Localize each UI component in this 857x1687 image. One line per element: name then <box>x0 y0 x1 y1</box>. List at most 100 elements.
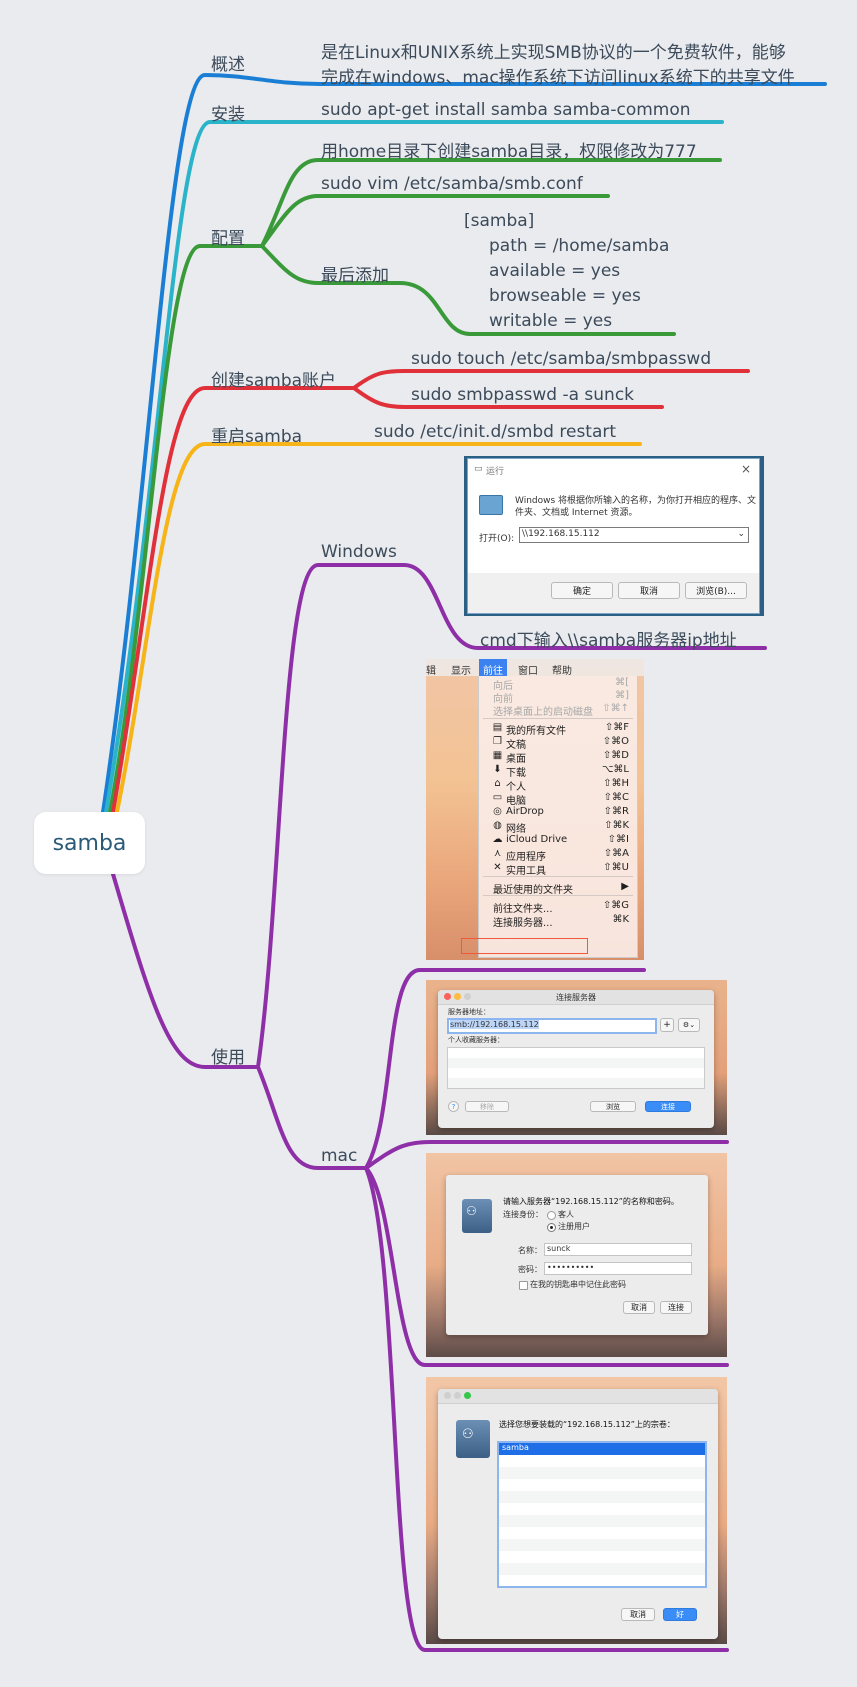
volumes-list[interactable]: samba <box>497 1441 707 1588</box>
volumes-ok-button[interactable]: 好 <box>663 1608 697 1621</box>
window-close-icon[interactable] <box>444 1392 451 1399</box>
menu-item[interactable]: 前往文件夹...⇧⌘G <box>479 900 637 915</box>
menu-item[interactable]: ◍网络⇧⌘K <box>479 820 637 835</box>
connector-mac-1 <box>364 968 646 1170</box>
config-append-label[interactable]: 最后添加 <box>321 266 389 286</box>
root-label: samba <box>52 830 127 856</box>
mac-volumes-screenshot: ⚇ 选择您想要装载的“192.168.15.112”上的宗卷： samba 取消… <box>426 1377 727 1644</box>
menu-item-icon: ▤ <box>492 722 503 733</box>
menu-item-icon: ☁ <box>492 834 503 845</box>
remember-password-checkbox[interactable] <box>519 1281 528 1290</box>
account-command2: sudo smbpasswd -a sunck <box>411 385 635 405</box>
add-favorite-button[interactable]: + <box>660 1018 674 1032</box>
branch-account-label[interactable]: 创建samba账户 <box>211 371 337 391</box>
remove-button[interactable]: 移除 <box>465 1101 509 1112</box>
config-step2: sudo vim /etc/samba/smb.conf <box>321 174 583 194</box>
connector-mac-2 <box>364 1140 729 1170</box>
registered-user-radio[interactable] <box>547 1223 556 1232</box>
menu-item[interactable]: ⌂个人⇧⌘H <box>479 778 637 793</box>
menu-item-icon: ⌂ <box>494 778 501 789</box>
menu-item[interactable]: ◎AirDrop⇧⌘R <box>479 806 637 821</box>
run-program-icon <box>479 495 503 515</box>
login-connect-button[interactable]: 连接 <box>660 1301 692 1314</box>
menu-item-shortcut: ⇧⌘O <box>602 736 629 747</box>
config-conf-line: available = yes <box>489 261 621 281</box>
overview-text-line2: 完成在windows、mac操作系统下访问linux系统下的共享文件 <box>321 68 795 88</box>
menu-item[interactable]: ▦桌面⇧⌘D <box>479 750 637 765</box>
connect-button[interactable]: 连接 <box>645 1101 691 1112</box>
guest-radio[interactable] <box>547 1211 556 1220</box>
menu-item-label: 网络 <box>506 824 526 835</box>
menu-item-label: 我的所有文件 <box>506 726 566 737</box>
connector-mac-3 <box>364 1166 729 1367</box>
menu-item-shortcut: ⇧⌘↑ <box>602 703 629 714</box>
root-node[interactable]: samba <box>34 812 145 874</box>
run-close-button[interactable]: × <box>740 462 751 476</box>
server-address-label: 服务器地址： <box>448 1008 490 1016</box>
menu-item[interactable]: 选择桌面上的启动磁盘⇧⌘↑ <box>479 703 637 718</box>
menu-item[interactable]: ▭电脑⇧⌘C <box>479 792 637 807</box>
menu-item-label: AirDrop <box>506 806 544 817</box>
menu-separator <box>483 876 633 877</box>
favorite-servers-list[interactable] <box>447 1047 705 1089</box>
volumes-cancel-button[interactable]: 取消 <box>621 1608 655 1621</box>
name-input[interactable]: sunck <box>544 1243 692 1256</box>
config-conf-line: writable = yes <box>489 311 613 331</box>
menu-item[interactable]: ⬇下载⌥⌘L <box>479 764 637 779</box>
menu-item[interactable]: 向后⌘[ <box>479 677 637 692</box>
go-menu-panel: 向后⌘[向前⌘]选择桌面上的启动磁盘⇧⌘↑ ▤我的所有文件 ⇧⌘F ❐文稿⇧⌘O▦桌面… <box>478 676 638 958</box>
run-ok-button[interactable]: 确定 <box>551 582 613 599</box>
menu-item-shortcut: ⇧⌘F <box>604 722 629 733</box>
windows-run-screenshot: ▭ 运行 × Windows 将根据你所输入的名称，为你打开相应的程序、文 件夹… <box>464 456 764 616</box>
chevron-down-icon[interactable]: ⌄ <box>737 529 745 539</box>
server-address-input[interactable]: smb://192.168.15.112 <box>447 1018 657 1034</box>
connector-config <box>108 244 264 814</box>
menu-item[interactable]: ✕实用工具⇧⌘U <box>479 862 637 877</box>
menu-item-label: iCloud Drive <box>506 834 568 845</box>
password-input[interactable]: •••••••••• <box>544 1262 692 1275</box>
branch-install-label[interactable]: 安装 <box>211 105 245 125</box>
menu-item[interactable]: 连接服务器...⌘K <box>479 914 637 929</box>
run-open-input[interactable]: \\192.168.15.112 ⌄ <box>519 527 749 543</box>
volume-row-selected[interactable]: samba <box>499 1443 705 1455</box>
window-minimize-icon[interactable] <box>454 1392 461 1399</box>
branch-overview-label[interactable]: 概述 <box>211 55 245 75</box>
window-minimize-icon[interactable] <box>454 993 461 1000</box>
server-address-value: smb://192.168.15.112 <box>450 1020 539 1029</box>
menubar-view[interactable]: 显示 <box>451 666 471 677</box>
menubar-window[interactable]: 窗口 <box>518 666 538 677</box>
usage-windows-label[interactable]: Windows <box>321 542 397 562</box>
menu-item[interactable]: 向前⌘] <box>479 690 637 705</box>
menubar-edit[interactable]: 辑 <box>426 666 436 677</box>
branch-config-label[interactable]: 配置 <box>211 229 245 249</box>
menu-item-shortcut: ⇧⌘U <box>603 862 629 873</box>
usage-mac-label[interactable]: mac <box>321 1146 358 1166</box>
guest-label: 客人 <box>558 1210 574 1219</box>
install-command: sudo apt-get install samba samba-common <box>321 100 691 120</box>
menu-item[interactable]: 最近使用的文件夹▶ <box>479 881 637 896</box>
menubar-help[interactable]: 帮助 <box>552 666 572 677</box>
login-cancel-button[interactable]: 取消 <box>623 1301 655 1314</box>
connector-overview <box>101 72 827 814</box>
menu-item-shortcut: ⇧⌘H <box>603 778 629 789</box>
run-browse-button[interactable]: 浏览(B)... <box>685 582 747 599</box>
window-zoom-icon[interactable] <box>464 1392 471 1399</box>
overview-text-line1: 是在Linux和UNIX系统上实现SMB协议的一个免费软件，能够 <box>321 43 786 63</box>
branch-usage-label[interactable]: 使用 <box>211 1048 245 1068</box>
browse-button[interactable]: 浏览 <box>590 1101 636 1112</box>
menubar-go[interactable]: 前往 <box>479 659 507 677</box>
menu-separator <box>483 718 633 719</box>
menu-item[interactable]: ❐文稿⇧⌘O <box>479 736 637 751</box>
connector-usage <box>111 872 260 1069</box>
gear-icon[interactable]: ⚙⌄ <box>678 1018 700 1032</box>
window-close-icon[interactable] <box>444 993 451 1000</box>
window-zoom-icon[interactable] <box>464 993 471 1000</box>
run-cancel-button[interactable]: 取消 <box>618 582 680 599</box>
menu-item[interactable]: ▤我的所有文件 ⇧⌘F <box>479 722 637 737</box>
connect-window-title: 连接服务器 <box>556 993 596 1002</box>
menu-item[interactable]: ⋏应用程序⇧⌘A <box>479 848 637 863</box>
account-command1: sudo touch /etc/samba/smbpasswd <box>411 349 712 369</box>
branch-restart-label[interactable]: 重启samba <box>211 427 303 447</box>
menu-item[interactable]: ☁iCloud Drive⇧⌘I <box>479 834 637 849</box>
help-button[interactable]: ? <box>448 1101 459 1112</box>
